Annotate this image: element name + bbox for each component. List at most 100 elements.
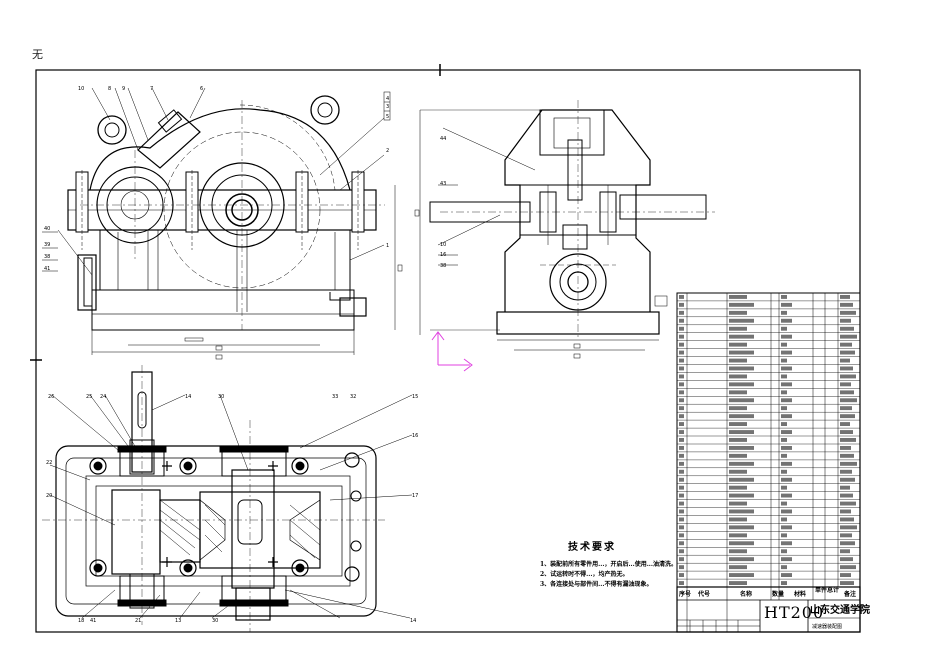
parts-cell-text <box>840 581 854 585</box>
parts-cell-text <box>781 350 792 355</box>
parts-cell-text <box>729 318 754 323</box>
svg-text:30: 30 <box>218 394 224 400</box>
svg-text:20: 20 <box>46 493 52 499</box>
parts-cell-text <box>729 509 754 514</box>
parts-cell-text <box>840 533 852 538</box>
parts-cell-text <box>781 501 787 506</box>
parts-cell-text <box>679 406 684 411</box>
svg-text:4: 4 <box>386 96 389 102</box>
parts-cell-text <box>840 398 857 403</box>
parts-cell-text <box>679 422 684 426</box>
svg-text:41: 41 <box>44 266 50 272</box>
svg-text:44: 44 <box>440 136 446 142</box>
parts-cell-text <box>781 406 787 411</box>
parts-cell-text <box>729 517 747 522</box>
parts-cell-text <box>840 525 857 530</box>
parts-cell-text <box>729 342 747 347</box>
parts-cell-text <box>679 366 684 371</box>
parts-cell-text <box>679 358 684 363</box>
parts-cell-text <box>840 374 856 379</box>
parts-cell-text <box>679 295 684 299</box>
parts-cell-text <box>840 350 855 355</box>
parts-cell-text <box>840 430 853 434</box>
parts-cell-text <box>679 573 684 577</box>
parts-cell-text <box>679 493 684 498</box>
parts-cell-text <box>781 318 792 323</box>
svg-text:1: 1 <box>386 243 389 249</box>
hdr-total: 总计 <box>827 586 839 594</box>
svg-text:32: 32 <box>350 394 356 400</box>
tech-req-note-1: 1、装配前所有零件用...，开启后...使用...油清洗。 <box>540 560 677 568</box>
tech-req-note-3: 3、各连接处与部件间...不得有漏油现象。 <box>540 580 652 588</box>
svg-text:40: 40 <box>44 226 50 232</box>
parts-cell-text <box>679 541 684 546</box>
svg-text:41: 41 <box>90 618 96 624</box>
parts-cell-text <box>840 438 856 442</box>
parts-cell-text <box>679 326 684 331</box>
parts-cell-text <box>729 438 747 442</box>
tech-req-note-2: 2、试运转时不得...，均产热无。 <box>540 570 628 578</box>
parts-cell-text <box>729 533 747 538</box>
svg-text:33: 33 <box>332 394 338 400</box>
parts-cell-text <box>840 469 852 474</box>
parts-cell-text <box>781 469 787 474</box>
parts-cell-text <box>840 390 854 395</box>
hdr-qty: 数量 <box>772 590 784 598</box>
svg-text:2: 2 <box>386 148 389 154</box>
parts-cell-text <box>679 461 684 466</box>
parts-cell-text <box>679 525 684 530</box>
parts-cell-text <box>781 581 787 585</box>
parts-cell-text <box>679 302 684 307</box>
parts-cell-text <box>840 485 850 490</box>
hdr-seq: 序号 <box>678 590 691 598</box>
parts-cell-text <box>781 493 792 498</box>
parts-cell-text <box>729 390 747 395</box>
parts-cell-text <box>729 501 747 506</box>
parts-cell-text <box>781 485 787 490</box>
parts-cell-text <box>679 581 684 585</box>
hdr-name: 名称 <box>740 590 752 598</box>
parts-cell-text <box>840 541 855 546</box>
svg-text:10: 10 <box>78 86 84 92</box>
parts-cell-text <box>781 430 792 434</box>
parts-cell-text <box>840 342 852 347</box>
parts-cell-text <box>840 557 853 562</box>
parts-cell-text <box>781 573 792 577</box>
parts-cell-text <box>679 438 684 442</box>
parts-cell-text <box>729 565 747 570</box>
parts-cell-text <box>840 295 850 299</box>
parts-cell-text <box>679 430 684 434</box>
parts-cell-text <box>840 493 853 498</box>
parts-cell-text <box>781 461 792 466</box>
parts-cell-text <box>729 453 747 458</box>
parts-cell-text <box>679 565 684 570</box>
parts-cell-text <box>781 398 792 403</box>
front-view <box>42 87 420 360</box>
hdr-remark: 备注 <box>843 590 856 598</box>
parts-cell-text <box>679 501 684 506</box>
side-view <box>419 100 715 359</box>
parts-cell-text <box>840 406 852 411</box>
svg-text:14: 14 <box>185 394 191 400</box>
parts-cell-text <box>729 493 754 498</box>
parts-cell-text <box>840 517 854 522</box>
svg-text:16: 16 <box>412 433 418 439</box>
parts-cell-text <box>781 438 787 442</box>
parts-cell-text <box>729 422 747 426</box>
parts-cell-text <box>679 414 684 419</box>
parts-cell-text <box>781 517 787 522</box>
svg-text:22: 22 <box>46 460 52 466</box>
parts-cell-text <box>729 334 754 339</box>
parts-cell-text <box>729 557 754 562</box>
parts-cell-text <box>840 358 850 363</box>
parts-cell-text <box>729 302 754 307</box>
parts-cell-text <box>781 477 792 482</box>
parts-cell-text <box>840 414 855 419</box>
svg-text:43: 43 <box>440 181 446 187</box>
parts-cell-text <box>729 477 754 482</box>
parts-cell-text <box>781 533 787 538</box>
parts-cell-text <box>781 382 792 387</box>
parts-cell-text <box>840 366 853 371</box>
parts-cell-text <box>679 318 684 323</box>
parts-cell-text <box>781 374 787 379</box>
